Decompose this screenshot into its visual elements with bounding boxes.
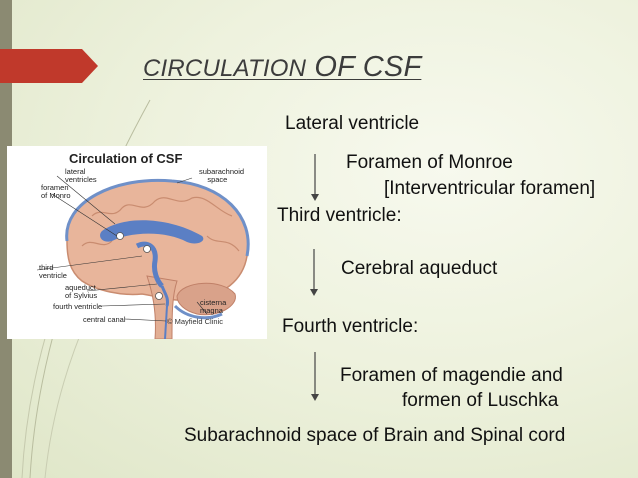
label-central-canal: central canal	[83, 315, 126, 324]
slide-title: CIRCULATION OF CSF	[143, 51, 422, 83]
label-subarachnoid: subarachnoid space	[199, 167, 245, 184]
figure-title: Circulation of CSF	[69, 151, 183, 166]
magendie-text-2: formen of Luschka	[402, 390, 559, 411]
foramen-monroe-text: Foramen of Monroe	[346, 152, 513, 173]
title-accent-arrow	[0, 49, 98, 83]
cerebral-aqueduct-text: Cerebral aqueduct	[341, 258, 498, 279]
down-arrow-icon	[311, 154, 319, 201]
lateral-ventricle-text: Lateral ventricle	[285, 113, 420, 134]
brain-illustration	[36, 175, 250, 339]
left-decor-strip	[0, 0, 12, 478]
down-arrow-icon	[311, 352, 319, 401]
label-fourth-ventricle: fourth ventricle	[53, 302, 103, 311]
figure-copyright: © Mayfield Clinic	[167, 317, 223, 326]
interventricular-text: [Interventricular foramen]	[384, 178, 596, 199]
subarachnoid-text: Subarachnoid space of Brain and Spinal c…	[184, 425, 566, 446]
down-arrow-icon	[310, 249, 318, 296]
third-ventricle-text: Third ventricle:	[277, 205, 402, 226]
magendie-text-1: Foramen of magendie and	[340, 365, 563, 386]
fourth-ventricle-text: Fourth ventricle:	[282, 316, 419, 337]
